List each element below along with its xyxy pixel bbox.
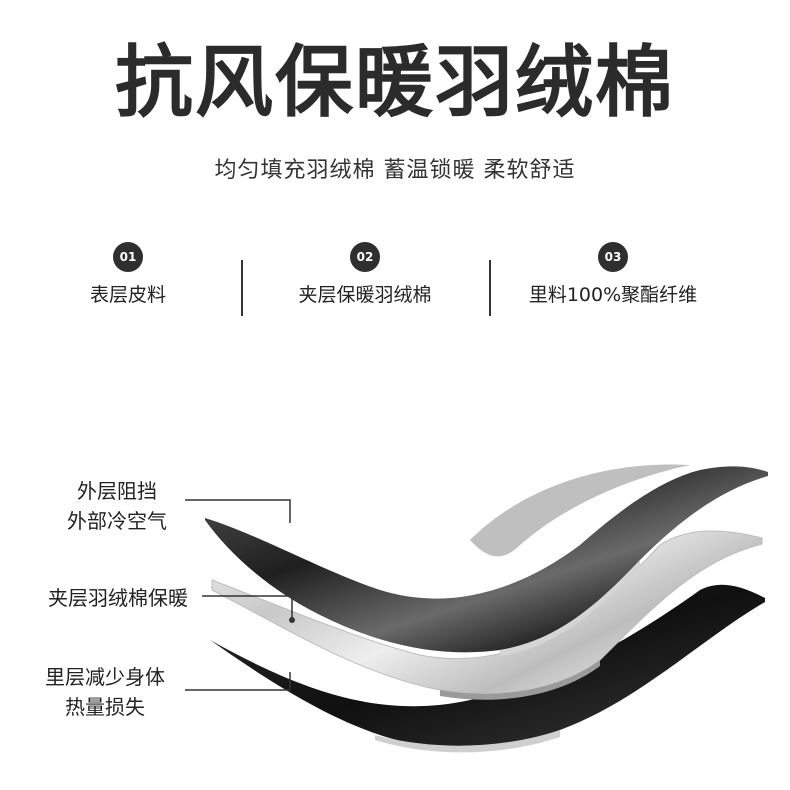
- feature-label: 里料100%聚酯纤维: [528, 284, 698, 306]
- middle-padding-edge: [440, 660, 600, 700]
- inner-lining-layer: [210, 584, 765, 748]
- middle-padding-layer: [211, 530, 763, 695]
- feature-divider: [489, 260, 491, 316]
- feature-number-badge: 01: [113, 242, 143, 272]
- feature-number-badge: 02: [350, 242, 380, 272]
- feature-item-inner-layer: 03 里料100%聚酯纤维: [493, 242, 733, 310]
- outer-layer-callout-line2: 外部冷空气: [67, 509, 167, 533]
- page-title: 抗风保暖羽绒棉: [114, 38, 675, 128]
- outer-callout-line: [185, 499, 291, 523]
- fabric-layers-illustration: [185, 464, 768, 753]
- page-subtitle: 均匀填充羽绒棉 蓄温锁暖 柔软舒适: [214, 158, 576, 183]
- feature-number-badge: 03: [598, 242, 628, 272]
- feature-list: 01 表层皮料 02 夹层保暖羽绒棉 03 里料100%聚酯纤维: [0, 242, 790, 322]
- inner-layer-callout: 里层减少身体 热量损失: [30, 662, 180, 722]
- feature-divider: [241, 260, 243, 316]
- inner-callout-line: [185, 672, 291, 691]
- inner-layer-callout-line2: 热量损失: [65, 695, 145, 719]
- inner-layer-callout-line1: 里层减少身体: [45, 665, 165, 689]
- outer-leather-layer: [205, 466, 768, 653]
- middle-layer-callout-text: 夹层羽绒棉保暖: [48, 586, 188, 610]
- outer-leather-highlight: [470, 464, 690, 557]
- feature-label: 夹层保暖羽绒棉: [298, 284, 432, 306]
- middle-callout-dot: [289, 617, 295, 623]
- middle-layer-callout: 夹层羽绒棉保暖: [28, 583, 208, 613]
- outer-layer-callout: 外层阻挡 外部冷空气: [52, 476, 182, 536]
- outer-layer-callout-line1: 外层阻挡: [77, 479, 157, 503]
- middle-callout-line: [202, 595, 293, 618]
- feature-item-middle-layer: 02 夹层保暖羽绒棉: [245, 242, 485, 310]
- inner-lining-edge: [375, 730, 560, 753]
- feature-label: 表层皮料: [89, 284, 166, 306]
- feature-item-outer-layer: 01 表层皮料: [8, 242, 248, 310]
